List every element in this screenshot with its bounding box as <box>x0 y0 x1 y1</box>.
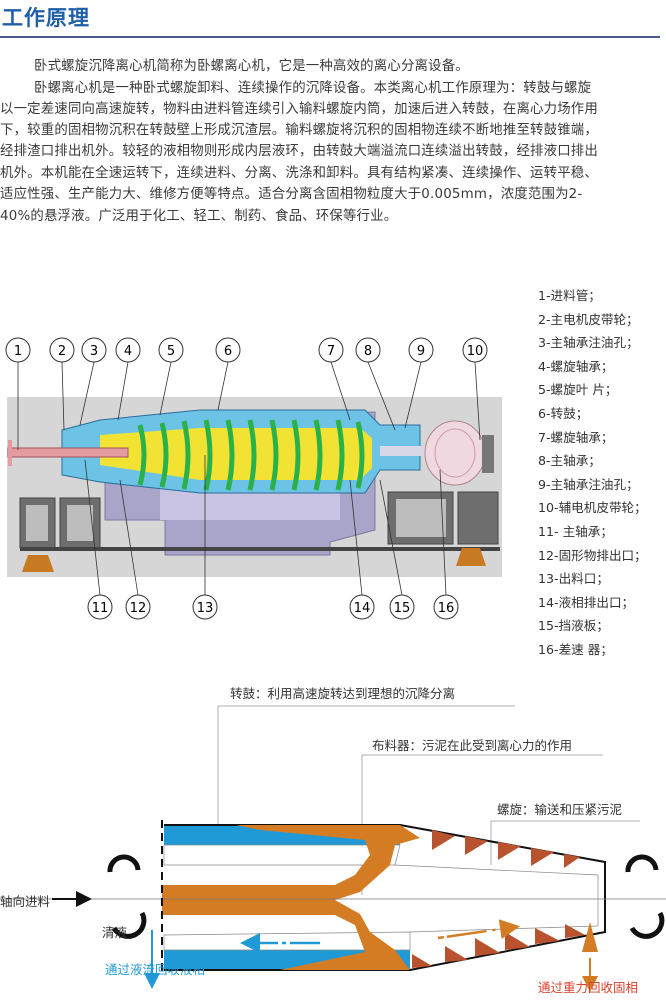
screw-label: 螺旋：输送和压紧污泥 <box>497 802 623 817</box>
distributor-label: 布料器：污泥在此受到离心力的作用 <box>372 738 573 753</box>
callout-number: 1 <box>14 344 22 359</box>
callout-leader <box>61 361 65 431</box>
legend-item: 16-差速 器； <box>538 641 613 657</box>
paragraph-line: 卧式螺旋沉降离心机简称为卧螺离心机，它是一种高效的离心分离设备。 <box>34 59 469 74</box>
callout-13: 13 <box>192 455 218 620</box>
callout-7: 7 <box>318 337 351 421</box>
callout-leader <box>217 361 229 411</box>
parts-legend: 1-进料管； 2-主电机皮带轮； 3-主轴承注油孔； 4-螺旋轴承； 5-螺旋叶 片； 6… <box>538 284 647 662</box>
callout-leader <box>439 469 447 596</box>
liquid-recovery-label: 通过液流回收液相 <box>105 962 206 977</box>
callout-2: 2 <box>49 337 75 431</box>
callout-circle <box>115 337 141 363</box>
callout-leader <box>159 361 172 416</box>
callout-leader <box>349 479 363 596</box>
callout-leader <box>330 361 351 421</box>
callout-circle <box>192 594 218 620</box>
legend-item: 13-出料口； <box>538 571 609 587</box>
callout-6: 6 <box>215 337 241 411</box>
callout-number: 14 <box>354 601 371 616</box>
callout-circle <box>158 337 184 363</box>
legend-item: 1-进料管； <box>538 288 601 303</box>
callout-number: 16 <box>438 601 455 616</box>
callout-leader <box>84 459 101 596</box>
callout-9: 9 <box>404 337 434 429</box>
callout-number: 6 <box>224 344 232 359</box>
drum-label: 转鼓：利用高速旋转达到理想的沉降分离 <box>230 686 456 701</box>
callout-number: 9 <box>417 344 425 359</box>
callout-circle <box>125 594 151 620</box>
title-divider <box>0 36 660 38</box>
callout-number: 5 <box>167 344 175 359</box>
callout-leader <box>119 479 139 596</box>
legend-item: 11- 主轴承； <box>538 523 613 539</box>
callout-number: 3 <box>90 344 98 359</box>
callout-circle <box>389 594 415 620</box>
legend-item: 3-主轴承注油孔； <box>538 335 639 351</box>
callout-circle <box>433 594 459 620</box>
callout-circle <box>349 594 375 620</box>
callout-number: 13 <box>197 601 214 616</box>
callout-circle <box>215 337 241 363</box>
callout-number: 7 <box>327 344 335 359</box>
paragraph-line: 以一定差速同向高速旋转，物料由进料管连续引入输料螺旋内筒，加速后进入转鼓，在离心… <box>0 102 598 117</box>
callout-3: 3 <box>79 337 107 426</box>
legend-item: 14-液相排出口； <box>538 594 635 610</box>
callout-circle <box>462 337 488 363</box>
callout-leader <box>379 479 403 596</box>
callout-14: 14 <box>349 479 375 620</box>
callout-circle <box>81 337 107 363</box>
callout-circle <box>49 337 75 363</box>
callout-leader <box>117 361 129 421</box>
legend-item: 4-螺旋轴承； <box>538 358 614 374</box>
callout-leader <box>79 361 95 426</box>
page-title: 工作原理 <box>2 6 90 30</box>
legend-item: 10-辅电机皮带轮； <box>538 500 647 516</box>
paragraph-line: 下，较重的固相物沉积在转鼓壁上形成沉渣层。输料螺旋将沉积的固相物连续不断地推至转… <box>0 123 598 138</box>
paragraph-line: 经排渣口排出机外。较轻的液相物则形成内层液环，由转鼓大端溢流口连续溢出转鼓，经排… <box>0 144 598 159</box>
solid-recovery-label: 通过重力回收固相 <box>538 980 639 995</box>
callout-11: 11 <box>84 459 113 620</box>
callout-8: 8 <box>355 337 396 431</box>
callout-number: 4 <box>124 344 132 359</box>
callout-12: 12 <box>119 479 151 620</box>
callout-circle <box>87 594 113 620</box>
legend-item: 8-主轴承； <box>538 453 601 469</box>
legend-item: 9-主轴承注油孔； <box>538 476 639 492</box>
callout-1: 1 <box>5 337 31 450</box>
paragraph-line: 适应性强、生产能力大、维修方便等特点。适合分离含固相物粒度大于0.005mm，浓… <box>0 187 583 202</box>
legend-item: 5-螺旋叶 片； <box>538 382 618 398</box>
callout-leader <box>404 361 422 429</box>
callout-15: 15 <box>379 479 415 620</box>
callout-4: 4 <box>115 337 141 421</box>
callout-number: 8 <box>364 344 372 359</box>
legend-item: 6-转鼓； <box>538 405 589 421</box>
callout-10: 10 <box>462 337 488 441</box>
callout-circle <box>5 337 31 363</box>
callout-number: 11 <box>92 601 109 616</box>
separation-flow-diagram <box>0 705 666 992</box>
callout-circle <box>318 337 344 363</box>
callout-16: 16 <box>433 469 459 620</box>
clear-liquid-label: 清液 <box>102 925 128 940</box>
legend-item: 7-螺旋轴承； <box>538 429 614 445</box>
paragraph-line: 卧螺离心机是一种卧式螺旋卸料、连续操作的沉降设备。本类离心机工作原理为：转鼓与螺… <box>34 81 592 96</box>
callout-5: 5 <box>158 337 184 416</box>
paragraph-line: 40%的悬浮液。广泛用于化工、轻工、制药、食品、环保等行业。 <box>0 209 398 224</box>
callout-leader <box>367 361 396 431</box>
callout-circle <box>408 337 434 363</box>
paragraph-line: 机外。本机能在全速运转下，连续进料、分离、洗涤和卸料。具有结构紧凑、连续操作、运… <box>0 166 598 181</box>
callout-circle <box>355 337 381 363</box>
legend-item: 15-挡液板； <box>538 618 609 634</box>
callout-leader <box>474 361 481 441</box>
callout-number: 2 <box>58 344 66 359</box>
axial-feed-label: 轴向进料 <box>0 894 51 909</box>
legend-item: 2-主电机皮带轮； <box>538 311 639 327</box>
callout-number: 10 <box>467 344 484 359</box>
callout-number: 15 <box>394 601 411 616</box>
callout-number: 12 <box>130 601 147 616</box>
legend-item: 12-固形物排出口； <box>538 547 647 563</box>
